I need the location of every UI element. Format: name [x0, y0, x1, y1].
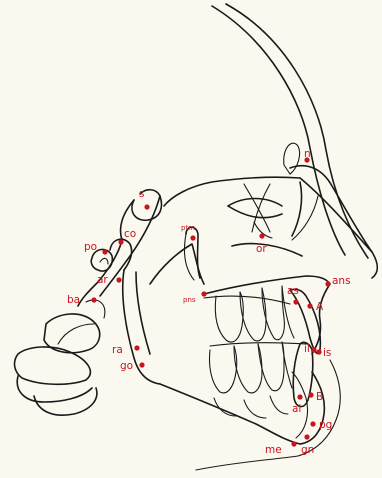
landmark-pg-dot: [310, 421, 315, 426]
landmark-gn-dot: [304, 434, 309, 439]
landmark-pns: pns: [183, 291, 207, 304]
landmark-ptm-dot: [190, 235, 195, 240]
landmark-po-label: po: [84, 241, 97, 253]
landmark-co-label: co: [124, 228, 136, 240]
landmark-go: go: [120, 360, 145, 372]
landmark-ans: ans: [325, 275, 350, 287]
landmark-pns-dot: [201, 291, 206, 296]
landmark-ra-label: ra: [112, 344, 123, 356]
landmark-B-label: B: [316, 391, 323, 403]
landmark-as-dot: [293, 299, 298, 304]
landmark-is-dot: [316, 349, 321, 354]
landmark-A-label: A: [316, 301, 324, 313]
landmark-ra-dot: [134, 345, 139, 350]
landmark-ba-dot: [91, 297, 96, 302]
landmark-or-dot: [259, 233, 264, 238]
landmark-me-label: me: [265, 444, 282, 456]
landmark-pg-label: pg: [319, 419, 332, 431]
landmark-is-label: is: [323, 347, 331, 359]
landmark-or-label: or: [256, 243, 267, 255]
landmark-ptm: ptm: [181, 224, 196, 241]
landmark-or: or: [256, 233, 267, 255]
landmark-ai-dot: [297, 394, 302, 399]
landmark-ptm-label: ptm: [181, 224, 195, 232]
landmark-il-label: il: [304, 343, 310, 355]
landmark-ans-label: ans: [332, 275, 351, 287]
landmark-pg: pg: [310, 419, 332, 431]
landmark-s: s: [139, 188, 150, 210]
landmark-me-dot: [291, 441, 296, 446]
landmark-s-label: s: [139, 188, 144, 200]
landmark-ra: ra: [112, 344, 140, 356]
landmark-n: n: [304, 148, 311, 163]
landmark-ba-label: ba: [67, 294, 80, 306]
landmark-as-label: as: [287, 285, 299, 297]
landmark-me: me: [265, 441, 297, 456]
landmark-is: is: [316, 347, 331, 359]
landmark-pns-label: pns: [183, 296, 196, 304]
landmark-s-dot: [144, 204, 149, 209]
landmark-gn-label: gn: [301, 444, 314, 456]
landmark-ar-label: ar: [97, 274, 108, 286]
landmark-A-dot: [307, 303, 312, 308]
landmark-po: po: [84, 241, 108, 255]
landmark-co-dot: [118, 239, 123, 244]
landmark-go-dot: [139, 362, 144, 367]
landmark-B: B: [308, 391, 323, 403]
landmark-ans-dot: [325, 281, 330, 286]
landmark-il: il: [304, 343, 317, 355]
landmark-ar-dot: [116, 277, 121, 282]
landmark-ai-label: ai: [292, 403, 301, 415]
landmark-n-label: n: [304, 148, 311, 160]
landmark-go-label: go: [120, 360, 133, 372]
landmark-il-dot: [311, 347, 316, 352]
landmark-B-dot: [308, 392, 313, 397]
landmark-as: as: [287, 285, 299, 305]
landmark-po-dot: [102, 249, 107, 254]
